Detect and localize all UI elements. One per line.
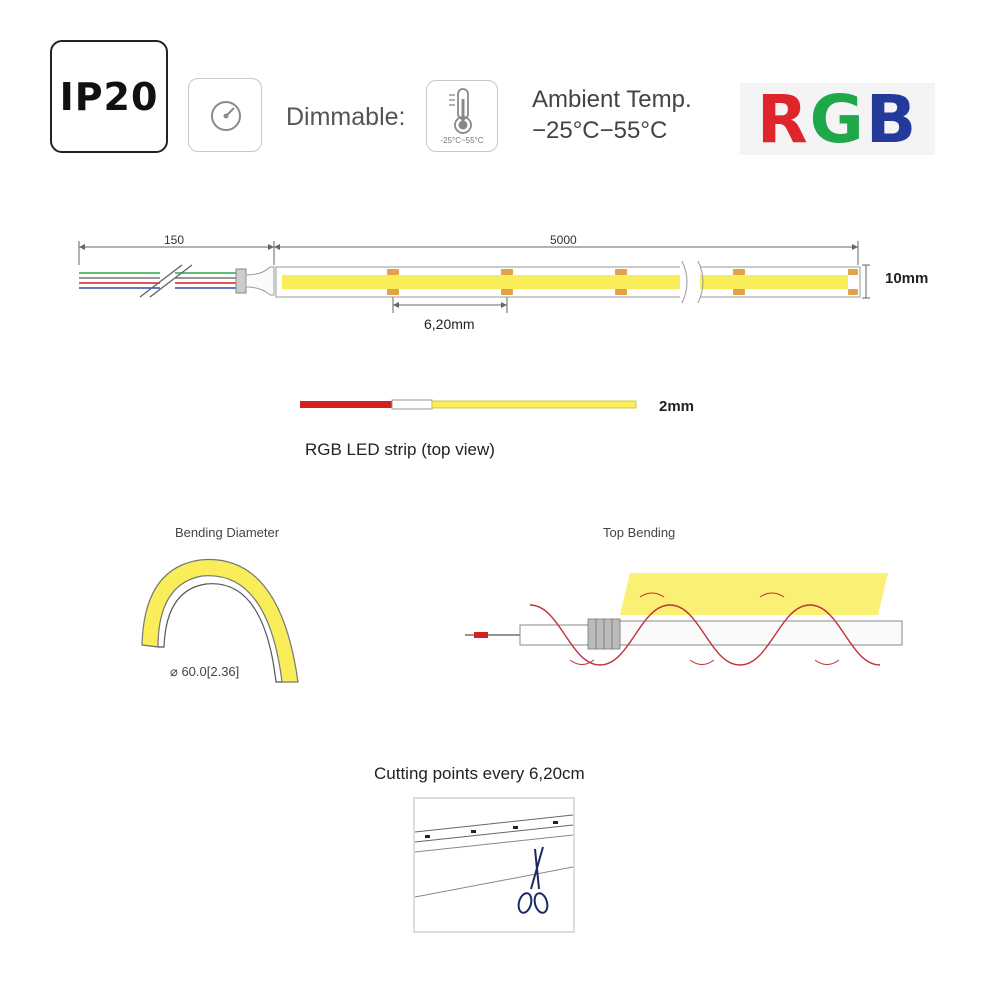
cutting-figure <box>413 797 575 933</box>
ip20-badge: IP20 <box>50 40 168 153</box>
height-label: 10mm <box>885 270 929 287</box>
dimmable-label: Dimmable: <box>286 103 406 131</box>
strip-profile <box>619 620 903 646</box>
connector <box>235 268 247 294</box>
light-plane <box>620 573 888 615</box>
bending-diameter-title: Bending Diameter <box>175 525 280 540</box>
ambient-temp-range: −25°C−55°C <box>532 117 668 144</box>
strip-length-label: 5000 <box>550 233 577 247</box>
bending-diameter-value: ⌀ 60.0[2.36] <box>170 664 240 679</box>
pitch-label: 6,20mm <box>424 316 475 332</box>
led-emitter <box>282 275 848 289</box>
thickness-label: 2mm <box>659 398 695 415</box>
cutting-caption: Cutting points every 6,20cm <box>374 764 585 783</box>
cut-pads <box>387 269 858 295</box>
temp-icon-range: -25°C~55°C <box>440 136 484 145</box>
cable-length-label: 150 <box>164 233 185 247</box>
strip-caption: RGB LED strip (top view) <box>305 440 495 459</box>
thermometer-icon: -25°C~55°C <box>426 80 498 152</box>
top-bending-figure <box>465 573 903 666</box>
rgb-wires <box>79 264 236 298</box>
dimension-lines <box>78 241 870 313</box>
connector-ribs <box>587 618 621 650</box>
ambient-temp-label: Ambient Temp. <box>532 86 692 113</box>
bending-wave <box>529 604 881 666</box>
rgb-logo-r: R <box>756 80 810 158</box>
dimmer-icon <box>188 78 262 152</box>
scissors-icon <box>517 846 549 914</box>
top-bending-title: Top Bending <box>603 525 676 540</box>
rgb-logo-b: B <box>865 80 919 158</box>
bending-arc-figure <box>141 558 299 683</box>
strip-dimension-diagram <box>78 241 870 313</box>
rgb-logo-g: G <box>809 80 866 158</box>
ip-rating-text: IP20 <box>59 74 159 119</box>
strip-side-view <box>300 399 637 410</box>
